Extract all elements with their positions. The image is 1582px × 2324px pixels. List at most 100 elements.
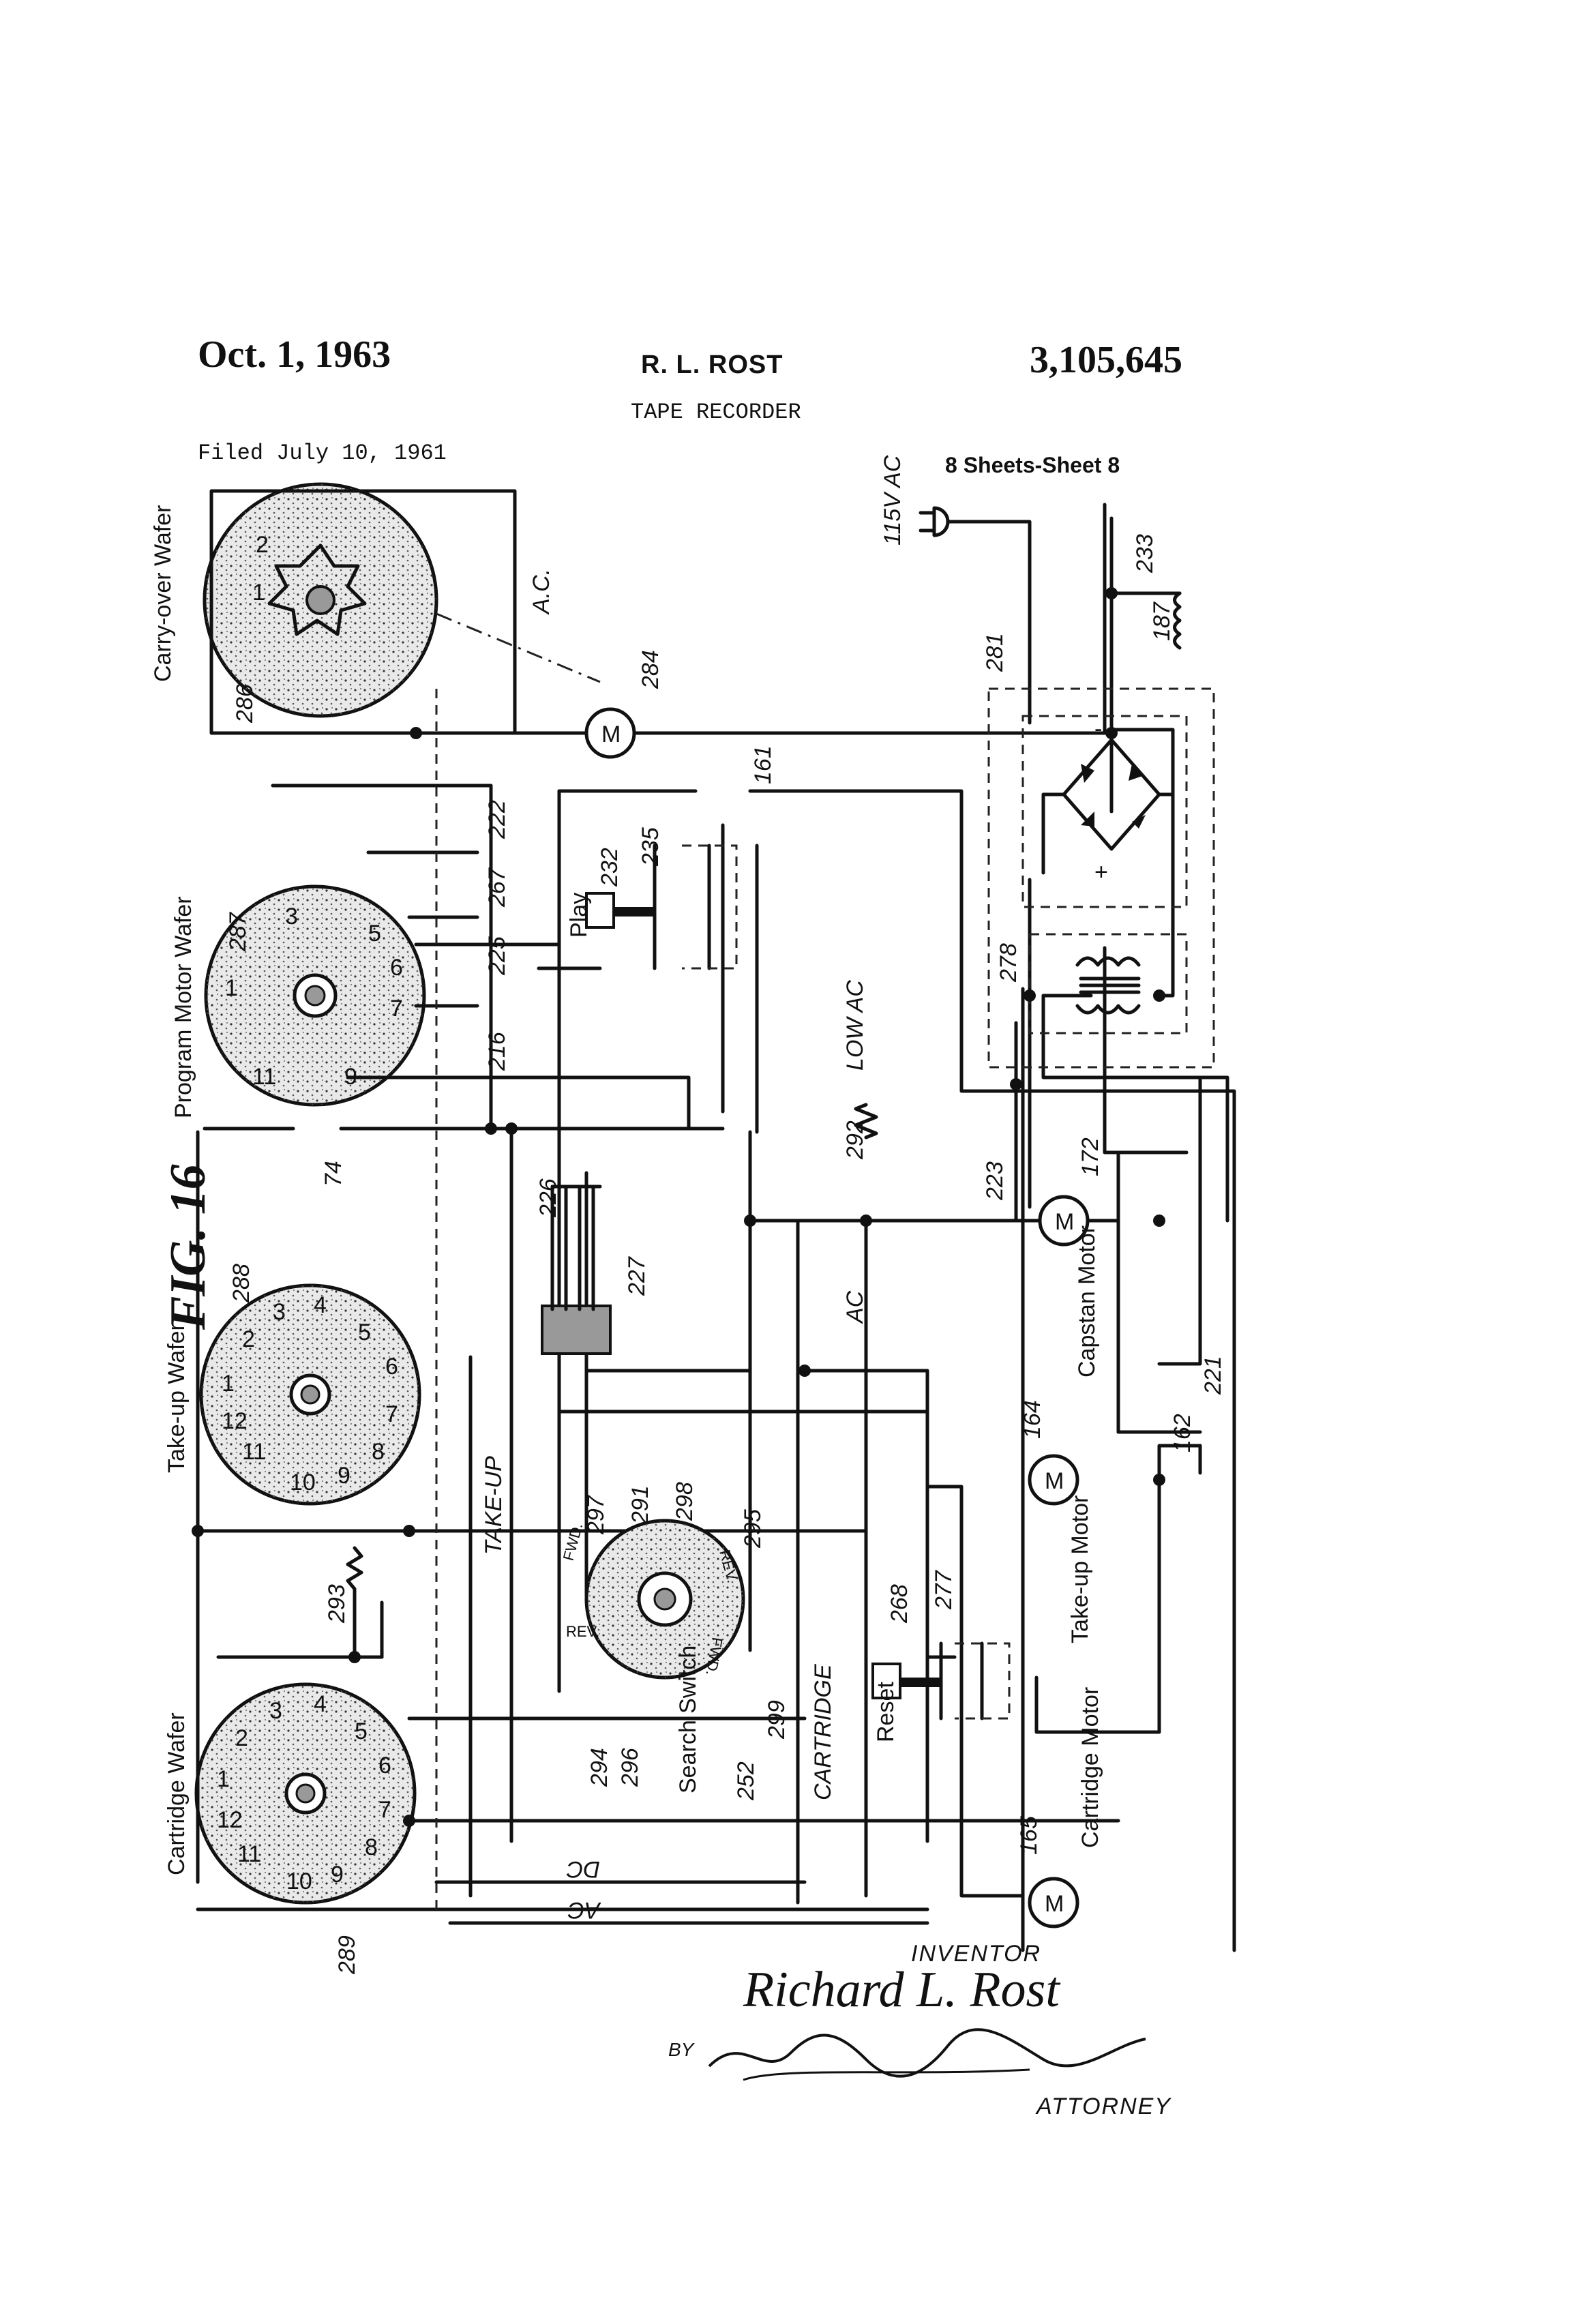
ref-297: 297 — [583, 1495, 609, 1535]
contact-number: 11 — [252, 1064, 276, 1090]
ref-293: 293 — [324, 1584, 350, 1624]
power-plug-icon — [921, 508, 948, 535]
line-label-supply: 115V AC — [880, 455, 906, 546]
contact-number: 9 — [338, 1463, 350, 1489]
ref-227: 227 — [624, 1256, 650, 1296]
ref-287: 287 — [225, 912, 251, 952]
ref-277: 277 — [931, 1570, 957, 1610]
rectifier-bridge — [1043, 740, 1173, 873]
contact-number: 3 — [269, 1698, 282, 1724]
ref-216: 216 — [484, 1032, 510, 1071]
ref-268: 268 — [886, 1584, 912, 1624]
contact-number: 12 — [222, 1408, 248, 1434]
ref-172: 172 — [1077, 1137, 1103, 1176]
label-play: Play — [566, 893, 592, 938]
line-label-cartridge: CARTRIDGE — [810, 1664, 836, 1800]
ref-299: 299 — [764, 1700, 790, 1740]
ref-296: 296 — [617, 1748, 643, 1787]
ref-165: 165 — [1016, 1816, 1042, 1855]
ref-222: 222 — [484, 800, 510, 839]
ref-221: 221 — [1200, 1356, 1226, 1395]
contact-number: 9 — [331, 1862, 344, 1888]
ref-164: 164 — [1019, 1400, 1045, 1439]
motor-symbol: M — [1055, 1209, 1074, 1235]
ref-187: 187 — [1149, 601, 1175, 641]
ref-252: 252 — [733, 1761, 759, 1801]
ref-223: 223 — [982, 1161, 1008, 1201]
ref-298: 298 — [672, 1482, 698, 1521]
carry-over-wafer — [205, 484, 436, 716]
wafer-label: Cartridge Wafer — [164, 1712, 190, 1875]
contact-number: 2 — [242, 1326, 255, 1352]
contact-number: 7 — [385, 1401, 398, 1427]
line-label-low-ac: LOW AC — [842, 980, 868, 1071]
contact-number: 6 — [378, 1753, 391, 1778]
wafer-label: Carry-over Wafer — [150, 505, 176, 682]
ref-162: 162 — [1169, 1414, 1195, 1452]
attorney-label: ATTORNEY — [1036, 2094, 1171, 2120]
line-label-take-up: TAKE-UP — [481, 1456, 507, 1555]
ref-281: 281 — [982, 633, 1008, 672]
contact-number: 7 — [390, 996, 403, 1022]
label-cartridge-motor: Cartridge Motor — [1077, 1687, 1103, 1848]
contact-number: 2 — [256, 532, 269, 558]
ref-294: 294 — [586, 1748, 612, 1787]
ref-292: 292 — [842, 1120, 868, 1160]
resistor-293-icon — [348, 1548, 361, 1589]
switch-pos-rev-bottom: REV. — [566, 1623, 599, 1640]
motor-symbol: M — [601, 721, 621, 747]
wafer-label: Take-up Wafer — [164, 1323, 190, 1473]
line-label-ac-top: A.C. — [528, 569, 554, 615]
contact-number: 1 — [252, 580, 265, 606]
ref-225: 225 — [484, 936, 510, 976]
rectifier-plus: + — [1094, 859, 1108, 885]
ref-267: 267 — [484, 867, 510, 908]
contact-number: 2 — [235, 1725, 248, 1751]
ref-233: 233 — [1132, 534, 1158, 573]
label-reset: Reset — [873, 1682, 899, 1742]
ref-289: 289 — [334, 1935, 360, 1975]
contact-number: 8 — [372, 1439, 385, 1465]
contact-number: 5 — [358, 1320, 371, 1345]
attorney-signature — [702, 2018, 1152, 2094]
motor-symbol: M — [1045, 1468, 1064, 1494]
ref-226: 226 — [535, 1178, 561, 1218]
ref-278: 278 — [996, 943, 1021, 983]
ref-286: 286 — [232, 684, 258, 724]
rectifier-minus: - — [1094, 716, 1102, 742]
contact-number: 4 — [314, 1292, 327, 1318]
figure-label: FIG. 16 — [160, 1164, 216, 1330]
line-label-dc: DC — [566, 1856, 600, 1882]
ref-295: 295 — [740, 1509, 766, 1549]
contact-number: 6 — [385, 1354, 398, 1380]
ref-288: 288 — [228, 1264, 254, 1303]
contact-number: 3 — [273, 1299, 286, 1325]
switch-pos-fwd-top: FWD. — [560, 1521, 586, 1563]
contact-number: 11 — [242, 1439, 266, 1465]
label-take-up-motor: Take-up Motor — [1067, 1495, 1093, 1643]
contact-number: 10 — [286, 1868, 312, 1894]
label-search-switch: Search Switch — [675, 1645, 701, 1793]
line-label-ac-bottom: AC — [567, 1897, 601, 1923]
ref-235: 235 — [638, 827, 663, 867]
contact-number: 1 — [217, 1766, 230, 1792]
label-capstan-motor: Capstan Motor — [1074, 1225, 1100, 1377]
contact-number: 7 — [378, 1797, 391, 1823]
by-label: BY — [668, 2039, 693, 2061]
ref-74: 74 — [320, 1161, 346, 1187]
transformer-icon — [1077, 958, 1139, 1013]
contact-number: 10 — [290, 1470, 316, 1495]
line-label-ac-mid: AC — [842, 1290, 868, 1324]
motor-symbol: M — [1045, 1891, 1064, 1917]
contact-number: 12 — [217, 1807, 243, 1833]
contact-number: 1 — [225, 975, 238, 1001]
contact-number: 1 — [222, 1371, 235, 1397]
contact-number: 5 — [355, 1718, 368, 1744]
coil-187-icon — [1175, 593, 1180, 648]
wafer-label: Program Motor Wafer — [170, 896, 196, 1118]
contact-number: 3 — [285, 904, 298, 929]
ref-161: 161 — [750, 745, 776, 784]
ref-284: 284 — [638, 650, 663, 689]
contact-number: 5 — [368, 921, 381, 947]
contact-number: 11 — [237, 1841, 261, 1867]
